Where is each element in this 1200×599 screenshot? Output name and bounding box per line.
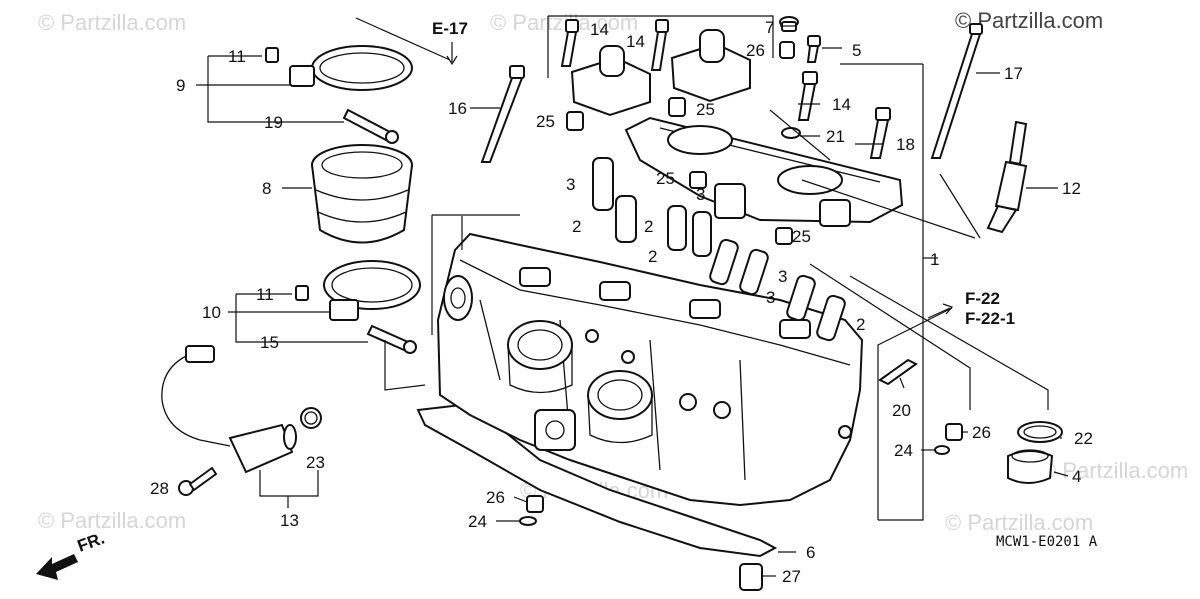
collar-27[interactable] bbox=[739, 563, 763, 591]
front-arrow-icon bbox=[36, 554, 78, 580]
callout-26[interactable]: 26 bbox=[746, 41, 765, 60]
callout-28[interactable]: 28 bbox=[150, 479, 169, 498]
callout-9[interactable]: 9 bbox=[176, 76, 185, 95]
callout-3[interactable]: 3 bbox=[696, 185, 705, 204]
callout-14[interactable]: 14 bbox=[832, 95, 851, 114]
bolt-18[interactable] bbox=[869, 107, 891, 159]
cylinder-head[interactable] bbox=[416, 232, 864, 558]
callout-10[interactable]: 10 bbox=[202, 303, 221, 322]
callout-19[interactable]: 19 bbox=[264, 113, 283, 132]
callout-5[interactable]: 5 bbox=[852, 41, 861, 60]
dowel-26-right[interactable] bbox=[945, 423, 963, 441]
callout-18[interactable]: 18 bbox=[896, 135, 915, 154]
callout-25[interactable]: 25 bbox=[792, 227, 811, 246]
callout-13[interactable]: 13 bbox=[280, 511, 299, 530]
nut-11-bottom[interactable] bbox=[295, 285, 309, 301]
callout-3[interactable]: 3 bbox=[566, 175, 575, 194]
intake-insulator-8[interactable] bbox=[311, 144, 413, 244]
leader-lines bbox=[196, 15, 1049, 521]
dowel-26-top[interactable] bbox=[779, 41, 795, 59]
screw-19[interactable] bbox=[342, 108, 399, 144]
section-references: E-17 F-22 F-22-1 bbox=[432, 19, 1015, 328]
callout-25[interactable]: 25 bbox=[656, 169, 675, 188]
dowel-26-bottom[interactable] bbox=[526, 495, 544, 513]
callout-2[interactable]: 2 bbox=[644, 217, 653, 236]
o-ring-22[interactable] bbox=[1017, 421, 1063, 443]
callout-11[interactable]: 11 bbox=[256, 285, 274, 304]
bolt-14-right[interactable] bbox=[797, 71, 818, 121]
reference-f22-1[interactable]: F-22-1 bbox=[965, 309, 1015, 328]
sensor-13[interactable] bbox=[161, 345, 297, 474]
valve-guides[interactable] bbox=[592, 157, 846, 342]
callout-3[interactable]: 3 bbox=[766, 288, 775, 307]
callout-26[interactable]: 26 bbox=[972, 423, 991, 442]
diagram-code: MCW1-E0201 A bbox=[996, 534, 1098, 550]
front-direction-indicator: FR. bbox=[36, 529, 107, 580]
washer-24-right[interactable] bbox=[934, 445, 950, 455]
o-ring-23[interactable] bbox=[300, 407, 322, 429]
callout-pointers bbox=[282, 25, 1069, 577]
callout-15[interactable]: 15 bbox=[260, 333, 279, 352]
callout-25[interactable]: 25 bbox=[696, 100, 715, 119]
callout-14[interactable]: 14 bbox=[590, 20, 609, 39]
callout-11[interactable]: 11 bbox=[228, 47, 246, 66]
callout-4[interactable]: 4 bbox=[1072, 467, 1081, 486]
nut-11-top[interactable] bbox=[265, 47, 279, 63]
watermark: © Partzilla.com bbox=[945, 510, 1093, 535]
watermark: © Partzilla.com bbox=[38, 508, 186, 533]
cam-cap-left[interactable] bbox=[570, 45, 651, 117]
reference-f22[interactable]: F-22 bbox=[965, 289, 1000, 308]
callout-26[interactable]: 26 bbox=[486, 488, 505, 507]
camshaft-holder[interactable] bbox=[624, 116, 904, 227]
callout-27[interactable]: 27 bbox=[782, 567, 801, 586]
cylinder-head-gasket[interactable] bbox=[416, 402, 778, 558]
cam-cap-right[interactable] bbox=[670, 29, 751, 103]
arrow-icon bbox=[446, 42, 458, 66]
callout-2[interactable]: 2 bbox=[856, 315, 865, 334]
bolt-14-left[interactable] bbox=[560, 19, 579, 67]
callout-24[interactable]: 24 bbox=[894, 441, 913, 460]
callout-2[interactable]: 2 bbox=[572, 217, 581, 236]
cap-nut-7[interactable] bbox=[779, 16, 799, 32]
hose-clamp-9[interactable] bbox=[289, 45, 413, 91]
callout-3[interactable]: 3 bbox=[778, 267, 787, 286]
washer-24-bottom[interactable] bbox=[519, 516, 537, 526]
callout-17[interactable]: 17 bbox=[1004, 64, 1023, 83]
dowel-25-set[interactable] bbox=[566, 97, 793, 245]
callout-7[interactable]: 7 bbox=[765, 18, 774, 37]
callout-23[interactable]: 23 bbox=[306, 453, 325, 472]
screw-15[interactable] bbox=[366, 324, 417, 354]
callout-22[interactable]: 22 bbox=[1074, 429, 1093, 448]
arrow-icon bbox=[927, 303, 954, 319]
bolt-16[interactable] bbox=[480, 65, 525, 163]
hose-clamp-10[interactable] bbox=[323, 260, 421, 321]
watermark: © Partzilla.com bbox=[38, 10, 186, 35]
callout-labels: 1 2 2 2 2 3 3 3 3 4 5 6 7 8 9 10 11 11 1… bbox=[150, 18, 1093, 586]
stud-20[interactable] bbox=[878, 358, 918, 386]
callout-1[interactable]: 1 bbox=[930, 250, 939, 269]
callout-6[interactable]: 6 bbox=[806, 543, 815, 562]
bolt-5[interactable] bbox=[806, 35, 821, 63]
callout-20[interactable]: 20 bbox=[892, 401, 911, 420]
callout-14[interactable]: 14 bbox=[626, 32, 645, 51]
callout-24[interactable]: 24 bbox=[468, 512, 487, 531]
callout-8[interactable]: 8 bbox=[262, 179, 271, 198]
callout-12[interactable]: 12 bbox=[1062, 179, 1081, 198]
callout-16[interactable]: 16 bbox=[448, 99, 467, 118]
reference-e17[interactable]: E-17 bbox=[432, 19, 468, 38]
callout-2[interactable]: 2 bbox=[648, 247, 657, 266]
bolt-28[interactable] bbox=[178, 466, 218, 496]
bolt-14-mid[interactable] bbox=[650, 19, 669, 71]
watermark: © Partzilla.com bbox=[490, 10, 638, 35]
spark-plug[interactable] bbox=[986, 120, 1028, 234]
callout-21[interactable]: 21 bbox=[826, 127, 845, 146]
stud-17[interactable] bbox=[930, 23, 983, 159]
watermark: © Partzilla.com bbox=[1040, 458, 1188, 483]
seal-4[interactable] bbox=[1007, 449, 1054, 484]
callout-25[interactable]: 25 bbox=[536, 112, 555, 131]
